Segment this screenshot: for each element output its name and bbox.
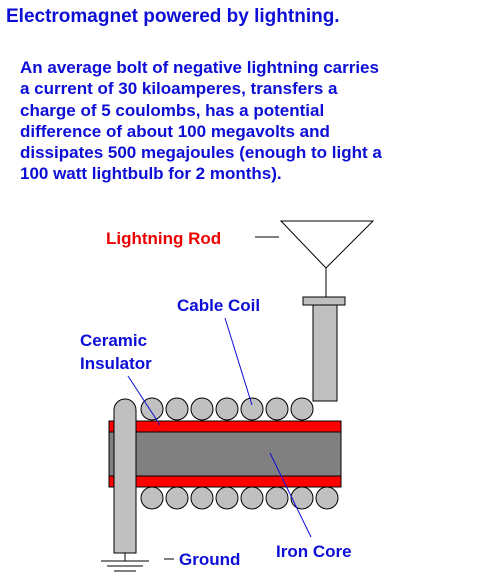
coil-turn [190, 486, 214, 510]
label-lightning-rod: Lightning Rod [106, 229, 221, 248]
page-title: Electromagnet powered by lightning. [6, 6, 340, 27]
lightning-rod-funnel [279, 220, 375, 269]
description-text: An average bolt of negative lightning ca… [20, 57, 480, 185]
coil-turn [265, 486, 289, 510]
coil-turn [165, 397, 189, 421]
description-line: a current of 30 kiloamperes, transfers a [20, 79, 338, 99]
leader-cable-coil [224, 317, 253, 406]
coil-turn [190, 397, 214, 421]
cable-coil-bottom-row [140, 486, 339, 510]
coil-turn [215, 486, 239, 510]
description-line: 100 watt lightbulb for 2 months). [20, 164, 282, 184]
cable-right-vertical [312, 304, 338, 402]
label-ceramic-insulator-line1: Ceramic [80, 331, 147, 350]
coil-turn [240, 486, 264, 510]
label-iron-core: Iron Core [276, 542, 352, 561]
ground-symbol-icon [101, 553, 149, 572]
description-line: An average bolt of negative lightning ca… [20, 58, 379, 77]
coil-turn [140, 486, 164, 510]
coil-turn [165, 486, 189, 510]
lightning-rod-cap [302, 296, 346, 306]
coil-turn [215, 397, 239, 421]
label-ground: Ground [179, 550, 240, 569]
ceramic-insulator-bottom [108, 475, 342, 488]
label-ceramic-insulator-line2: Insulator [80, 354, 152, 373]
leader-ceramic-insulator [127, 375, 161, 426]
coil-turn [240, 397, 264, 421]
ceramic-insulator-top [108, 420, 342, 433]
description-line: difference of about 100 megavolts and [20, 121, 330, 141]
leader-iron-core [269, 452, 312, 538]
coil-turn [265, 397, 289, 421]
coil-turn [315, 486, 339, 510]
description-line: dissipates 500 megajoules (enough to lig… [20, 143, 382, 163]
lightning-rod [279, 220, 375, 306]
cable-coil-top-row [140, 397, 314, 421]
label-cable-coil: Cable Coil [177, 296, 260, 315]
cable-left-ground [113, 398, 137, 554]
iron-core [108, 431, 342, 477]
coil-turn [290, 486, 314, 510]
iron-core-assembly [108, 420, 342, 488]
cable-left-bend [113, 398, 137, 554]
description-line: charge of 5 coulombs, has a potential [20, 100, 325, 120]
coil-turn [290, 397, 314, 421]
